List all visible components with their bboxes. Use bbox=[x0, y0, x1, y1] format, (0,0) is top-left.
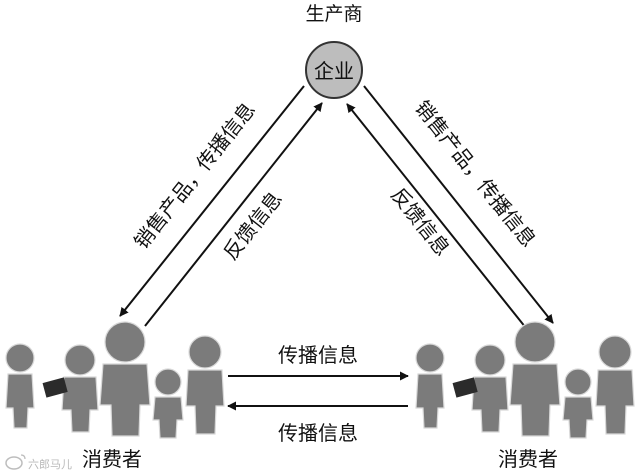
right-consumers-label: 消费者 bbox=[498, 447, 558, 471]
label-bottom-spread-right: 传播信息 bbox=[278, 343, 358, 367]
label-bottom-spread-left: 传播信息 bbox=[278, 421, 358, 445]
left-consumer-crowd bbox=[6, 322, 224, 438]
left-consumers-label: 消费者 bbox=[82, 447, 142, 471]
watermark-text: 六郎马儿 bbox=[28, 457, 72, 471]
watermark: 六郎马儿 bbox=[6, 455, 72, 471]
right-consumer-crowd bbox=[416, 322, 634, 438]
producer-title: 生产商 bbox=[305, 3, 362, 25]
label-left-feedback: 反馈信息 bbox=[218, 187, 287, 265]
weibo-logo-icon bbox=[6, 455, 25, 469]
enterprise-node-label: 企业 bbox=[314, 59, 354, 83]
